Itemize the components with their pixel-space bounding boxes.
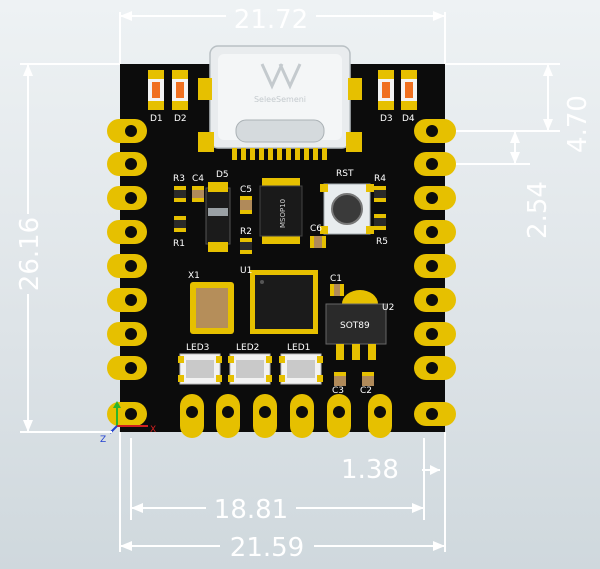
label-r1: R1 [173,239,185,249]
usb-c-pins [232,148,327,160]
dim-pitch: 2.54 [523,181,553,239]
label-sot89: SOT89 [340,321,370,331]
crystal-x1 [190,282,234,334]
dimension-arrows [23,11,553,551]
chip-u1 [250,270,318,334]
label-c6: C6 [310,224,322,234]
axis-z-label: Z [100,435,106,445]
label-msop10: MSOP10 [279,199,287,228]
label-u1: U1 [240,266,252,276]
label-led1: LED1 [287,343,310,353]
label-c5: C5 [240,185,252,195]
label-c2: C2 [360,386,372,396]
dim-height: 26.16 [15,217,45,291]
label-c4: C4 [192,174,204,184]
rgb-led-1 [279,353,323,385]
rgb-led-3 [178,353,222,385]
rst-button [320,183,374,235]
bottom-pad-holes [186,406,386,418]
passive-components [174,186,386,386]
label-d5: D5 [216,170,229,180]
dim-top-width: 21.72 [234,5,308,35]
led-d4 [401,70,417,110]
label-r5: R5 [376,237,388,247]
label-r2: R2 [240,227,252,237]
led-d1 [148,70,164,110]
usb-c-connector: SeleeSemeni [198,45,362,152]
label-led2: LED2 [236,343,259,353]
label-d4: D4 [402,114,415,124]
label-c1: C1 [330,274,342,284]
axis-x-label: X [150,425,156,435]
svg-text:SeleeSemeni: SeleeSemeni [254,95,306,104]
label-r4: R4 [374,174,386,184]
label-rst: RST [336,169,354,179]
dim-right-top: 4.70 [563,95,593,153]
led-d2 [172,70,188,110]
label-c3: C3 [332,386,344,396]
dim-bottom-width: 21.59 [230,533,304,563]
left-pad-holes [125,125,137,420]
label-r3: R3 [173,174,185,184]
dim-pad-offset: 1.38 [341,455,399,485]
label-d2: D2 [174,114,187,124]
led-d3 [378,70,394,110]
right-pad-holes [426,125,438,420]
chip-msop10 [259,178,303,244]
label-d3: D3 [380,114,393,124]
dim-bottom-inner: 18.81 [214,495,288,525]
chip-u2 [325,290,387,360]
label-d1: D1 [150,114,163,124]
label-x1: X1 [188,271,200,281]
diode-d5 [205,182,231,252]
label-led3: LED3 [186,343,209,353]
label-u2: U2 [382,303,394,313]
rgb-led-2 [228,353,272,385]
